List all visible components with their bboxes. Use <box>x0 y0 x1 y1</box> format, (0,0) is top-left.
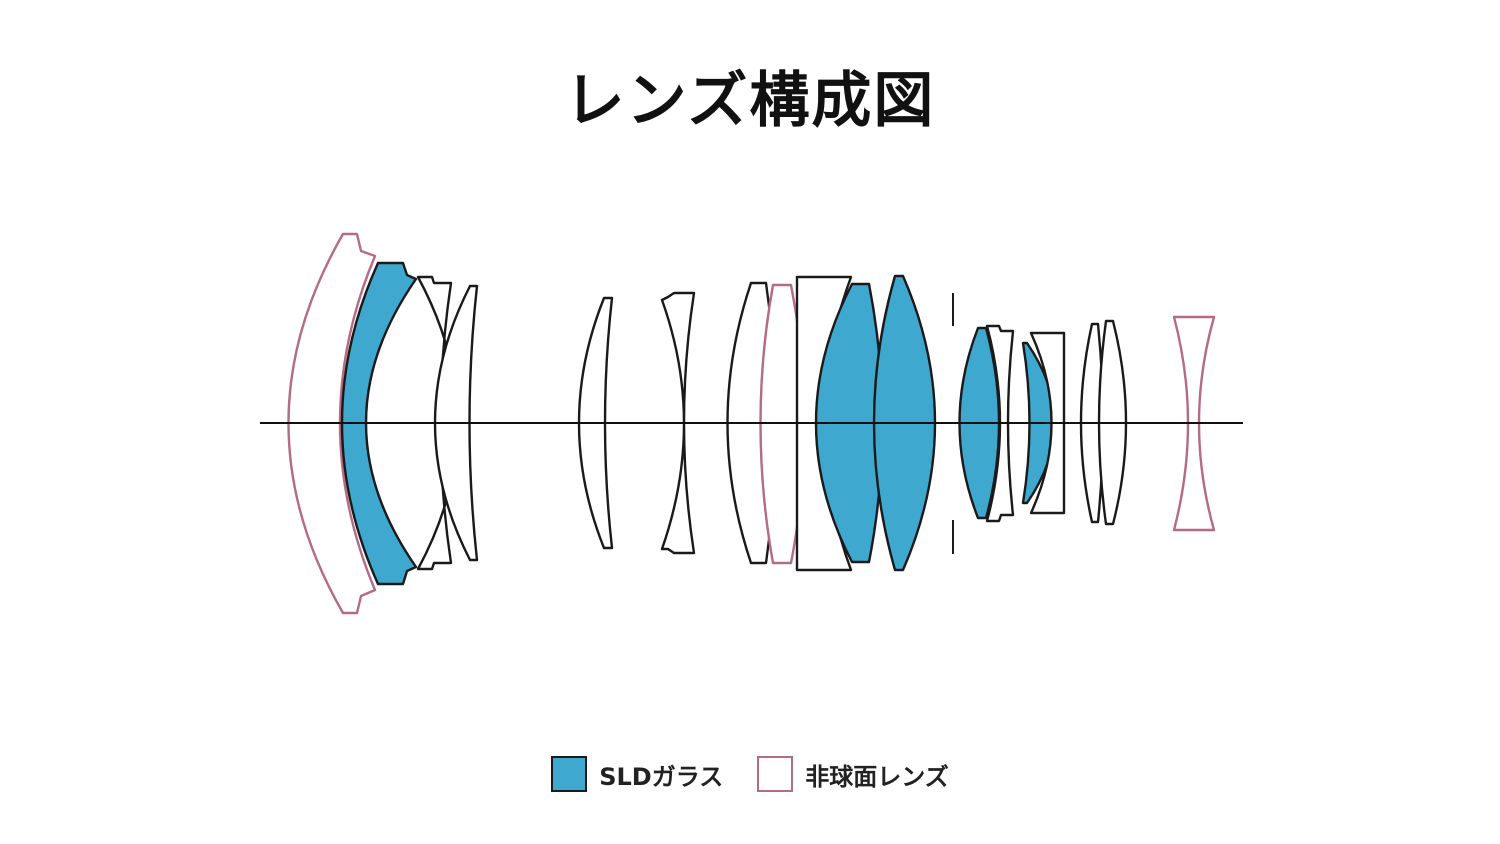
lens-element-6 <box>660 291 696 555</box>
lens-element-15 <box>1029 331 1066 515</box>
aspherical-swatch <box>757 756 794 792</box>
legend-item-aspherical: 非球面レンズ <box>757 756 949 792</box>
sld-swatch <box>551 756 588 792</box>
legend-label-sld: SLDガラス <box>599 762 724 791</box>
lens-element-2-sld <box>340 261 418 586</box>
legend: SLDガラス 非球面レンズ <box>0 756 1500 792</box>
diagram-title: レンズ構成図 <box>564 66 936 136</box>
legend-item-sld: SLDガラス <box>551 756 723 792</box>
legend-label-aspherical: 非球面レンズ <box>805 762 949 791</box>
